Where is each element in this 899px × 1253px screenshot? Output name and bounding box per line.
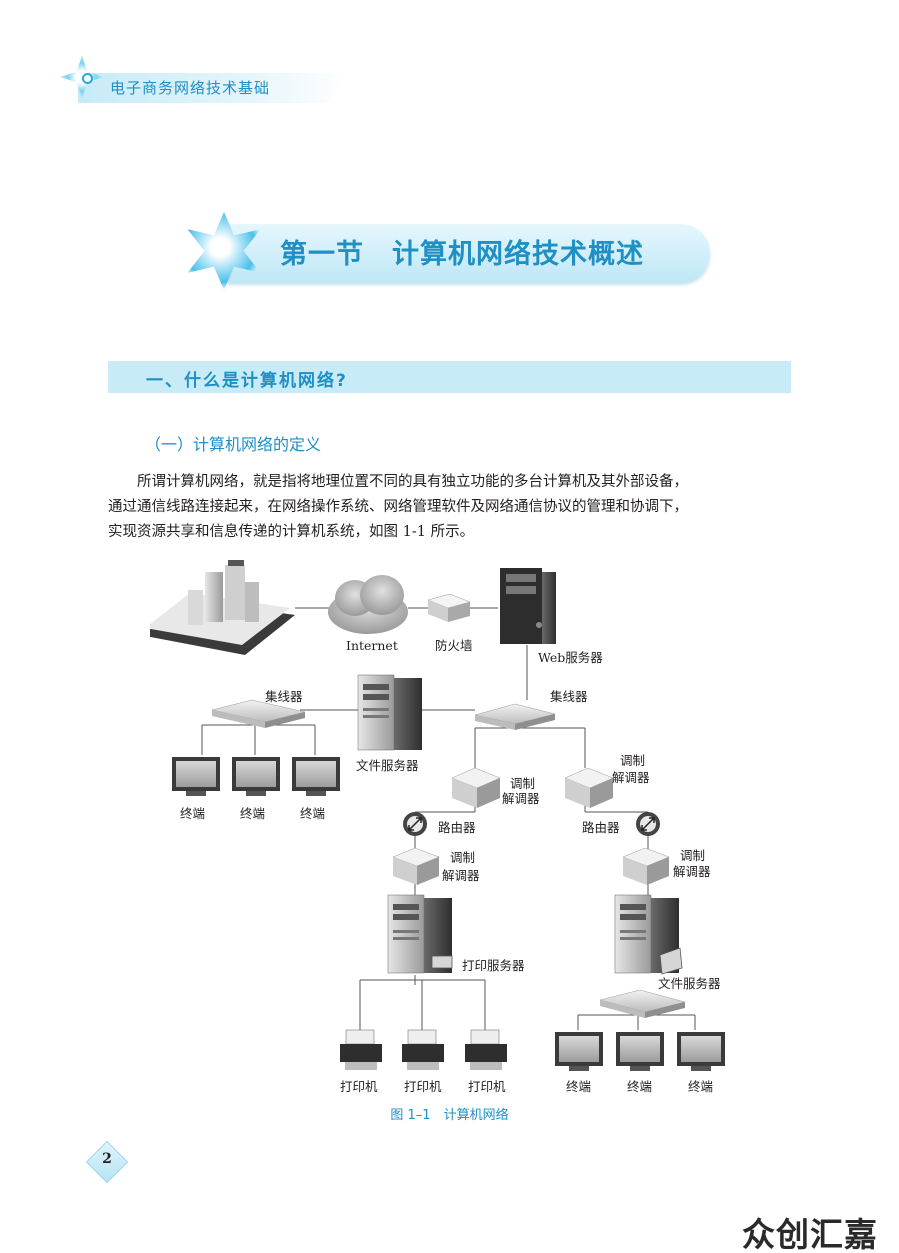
modem-low-right-line1: 调制	[680, 848, 705, 863]
terminal-right-3-icon	[677, 1032, 725, 1071]
printer-2-icon	[402, 1029, 444, 1070]
internet-cloud-icon	[328, 575, 408, 634]
router-left-label: 路由器	[438, 820, 476, 835]
paragraph-line-3: 实现资源共享和信息传递的计算机系统，如图 1-1 所示。	[108, 524, 475, 540]
router-left-icon	[403, 812, 427, 836]
page-number: 2	[102, 1151, 112, 1167]
modem-right-line2: 解调器	[612, 770, 650, 785]
section-title: 第一节 计算机网络技术概述	[280, 239, 644, 270]
paragraph-line-2: 通过通信线路连接起来，在网络操作系统、网络管理软件及网络通信协议的管理和协调下，	[108, 499, 688, 515]
modem-low-left-icon	[392, 847, 440, 885]
terminal-left-3-icon	[292, 757, 340, 796]
heading-1-bar: 一、什么是计算机网络?	[108, 361, 791, 393]
watermark: 众创汇嘉	[742, 1215, 878, 1253]
modem-low-right-line2: 解调器	[673, 864, 711, 879]
hub-left-icon	[211, 699, 306, 728]
section-banner: 第一节 计算机网络技术概述	[185, 212, 715, 290]
internet-label: Internet	[346, 638, 398, 653]
printer-3-label: 打印机	[468, 1079, 506, 1094]
modem-low-right-icon	[622, 847, 670, 885]
printer-1-icon	[340, 1029, 382, 1070]
terminal-left-2-label: 终端	[240, 806, 265, 821]
firewall-label: 防火墙	[435, 638, 473, 653]
file-server-top-icon	[357, 674, 422, 751]
terminal-right-3-label: 终端	[688, 1079, 713, 1094]
web-server-label: Web服务器	[538, 650, 603, 665]
print-server-icon	[387, 894, 453, 974]
hub-right-label: 集线器	[550, 689, 588, 704]
heading-2: （一）计算机网络的定义	[145, 435, 322, 454]
print-server-label: 打印服务器	[462, 958, 525, 973]
modem-right-line1: 调制	[620, 753, 645, 768]
terminal-left-3-label: 终端	[300, 806, 325, 821]
modem-right-icon	[564, 767, 614, 808]
hub-bottom-icon	[599, 989, 686, 1018]
header-ribbon	[78, 73, 348, 103]
terminal-right-2-label: 终端	[627, 1079, 652, 1094]
printer-1-label: 打印机	[340, 1079, 378, 1094]
city-buildings-icon	[140, 560, 295, 655]
circle-bullet-icon	[82, 73, 93, 84]
router-right-icon	[636, 812, 660, 836]
modem-mid-line2: 解调器	[502, 791, 540, 806]
terminal-right-1-label: 终端	[566, 1079, 591, 1094]
definition-paragraph: 所谓计算机网络，就是指将地理位置不同的具有独立功能的多台计算机及其外部设备， 通…	[108, 470, 791, 545]
modem-mid-line1: 调制	[510, 776, 535, 791]
firewall-icon	[427, 593, 471, 622]
section-banner-bar	[225, 224, 710, 282]
figure-caption: 图 1–1 计算机网络	[390, 1108, 509, 1123]
modem-mid-icon	[451, 767, 501, 808]
terminal-left-2-icon	[232, 757, 280, 796]
router-right-label: 路由器	[582, 820, 620, 835]
file-server-bottom-label: 文件服务器	[658, 976, 721, 991]
modem-low-left-line1: 调制	[450, 850, 475, 865]
terminal-left-1-label: 终端	[180, 806, 205, 821]
heading-1: 一、什么是计算机网络?	[146, 371, 348, 391]
network-diagram: Internet 防火墙 Web服务器 集线器 文件服务器 集线器	[140, 560, 770, 1105]
terminal-right-1-icon	[555, 1032, 603, 1071]
terminal-right-2-icon	[616, 1032, 664, 1071]
hub-right-icon	[474, 703, 556, 730]
web-server-icon	[500, 568, 556, 644]
page-number-badge: 2	[85, 1140, 129, 1184]
terminal-left-1-icon	[172, 757, 220, 796]
hub-left-label: 集线器	[265, 689, 303, 704]
book-title: 电子商务网络技术基础	[110, 79, 271, 97]
modem-low-left-line2: 解调器	[442, 868, 480, 883]
paragraph-line-1: 所谓计算机网络，就是指将地理位置不同的具有独立功能的多台计算机及其外部设备，	[137, 474, 688, 490]
running-header: 电子商务网络技术基础	[60, 55, 348, 103]
printer-2-label: 打印机	[404, 1079, 442, 1094]
file-server-top-label: 文件服务器	[356, 758, 419, 773]
file-server-bottom-icon	[614, 894, 683, 975]
printer-3-icon	[465, 1029, 507, 1070]
